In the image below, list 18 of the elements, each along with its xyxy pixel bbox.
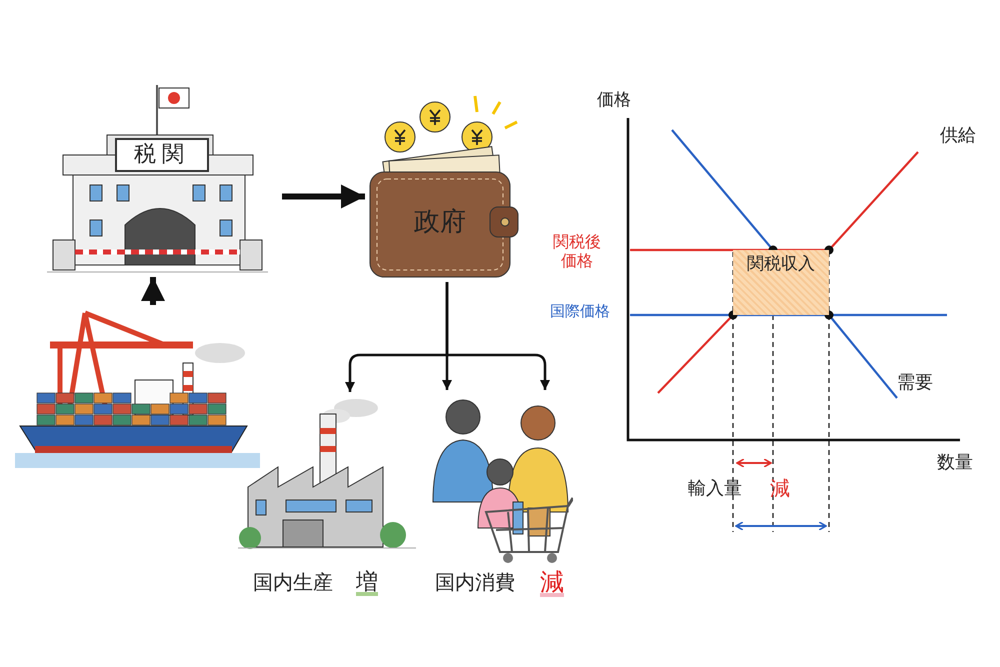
tariff-revenue-area: 関税収入 [733, 250, 829, 315]
node-label: 国内生産 [253, 570, 333, 594]
arrow [141, 277, 165, 305]
building-sign: 税関 [115, 138, 209, 172]
arrow [446, 282, 550, 390]
curve-label: 需要 [897, 372, 933, 394]
trend-word: 減 [540, 568, 564, 597]
price-label: 国際価格 [550, 302, 610, 320]
curve-label: 供給 [940, 125, 976, 147]
axis-label: 数量 [937, 452, 973, 474]
trend-word: 減 [770, 476, 790, 500]
trend-word: 増 [356, 570, 378, 596]
wallet-label: 政府 [413, 207, 467, 238]
axis-label: 価格 [597, 90, 631, 110]
arrow [282, 184, 365, 208]
node-label: 国内消費 [435, 570, 515, 594]
quantity-label: 輸入量 [688, 478, 742, 500]
price-label: 関税後価格 [552, 232, 602, 270]
